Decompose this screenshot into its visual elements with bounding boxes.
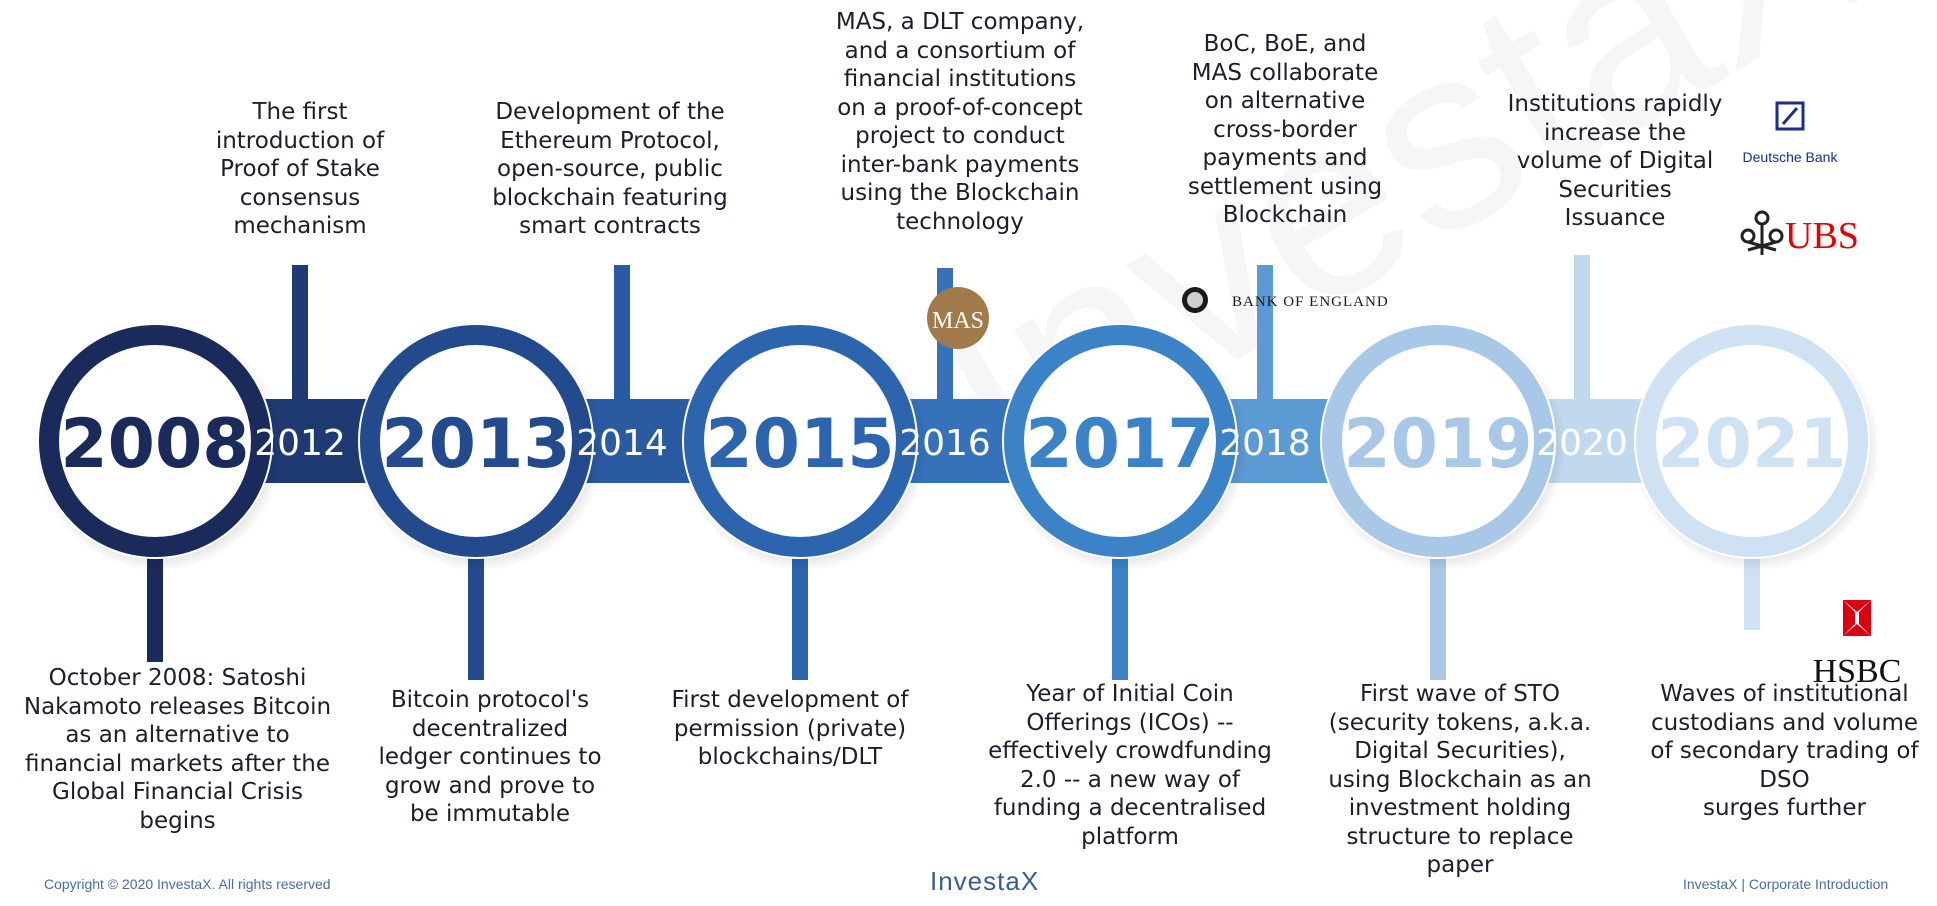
event-2017-text: Year of Initial Coin Offerings (ICOs) --… (988, 681, 1272, 850)
connector-2020 (1574, 255, 1590, 441)
event-2016-text: MAS, a DLT company, and a consortium of … (835, 9, 1085, 235)
connector-2012 (292, 265, 308, 441)
year-ring-2008 (39, 325, 271, 557)
ubs-logo: UBS (1740, 210, 1859, 257)
year-label-2017: 2017 (1025, 405, 1214, 484)
event-2008-text: October 2008: Satoshi Nakamoto releases … (23, 665, 332, 834)
year-label-2012: 2012 (254, 423, 346, 464)
year-label-2008: 2008 (60, 405, 249, 484)
event-2014-text: Development of the Ethereum Protocol, op… (492, 99, 728, 239)
ubs-keys-icon (1740, 210, 1784, 255)
year-ring-2015 (684, 325, 916, 557)
mas-logo: MAS (927, 287, 989, 349)
year-label-2016: 2016 (899, 423, 991, 464)
hsbc-logo: HSBC (1813, 600, 1902, 690)
year-ring-2019 (1322, 325, 1554, 557)
ubs-text: UBS (1785, 215, 1859, 257)
deutsche-bank-text: Deutsche Bank (1743, 149, 1839, 165)
deutsche-bank-logo: Deutsche Bank (1743, 101, 1839, 165)
event-2020-text: Institutions rapidly increase the volume… (1507, 91, 1723, 231)
year-label-2020: 2020 (1536, 423, 1628, 464)
event-2018-text: BoC, BoE, and MAS collaborate on alterna… (1187, 31, 1383, 228)
year-ring-2021 (1636, 325, 1868, 557)
mas-logo-text: MAS (932, 308, 984, 334)
hsbc-text: HSBC (1813, 653, 1902, 690)
event-2015-text: First development of permission (private… (671, 687, 909, 770)
copyright-text: Copyright © 2020 InvestaX. All rights re… (44, 876, 331, 892)
year-label-2013: 2013 (381, 405, 570, 484)
year-label-2019: 2019 (1343, 405, 1532, 484)
year-label-2015: 2015 (705, 405, 894, 484)
year-label-2014: 2014 (576, 423, 668, 464)
year-ring-2013 (360, 325, 592, 557)
bank-of-england-logo: BANK OF ENGLAND (1182, 287, 1389, 313)
event-2021-text: Waves of institutional custodians and vo… (1650, 681, 1919, 821)
connector-2014 (614, 265, 630, 441)
investax-brand: InvestaX (930, 866, 1040, 896)
hsbc-hexagon-icon (1843, 600, 1871, 636)
event-2019-text: First wave of STO (security tokens, a.k.… (1328, 681, 1592, 878)
year-label-2018: 2018 (1219, 423, 1311, 464)
year-ring-2017 (1004, 325, 1236, 557)
year-label-2021: 2021 (1657, 405, 1846, 484)
event-2012-text: The first introduction of Proof of Stake… (215, 99, 385, 239)
connector-2018 (1257, 265, 1273, 441)
corporate-introduction-text: InvestaX | Corporate Introduction (1683, 876, 1889, 892)
event-2013-text: Bitcoin protocol's decentralized ledger … (378, 687, 602, 827)
bank-of-england-text: BANK OF ENGLAND (1232, 294, 1389, 310)
